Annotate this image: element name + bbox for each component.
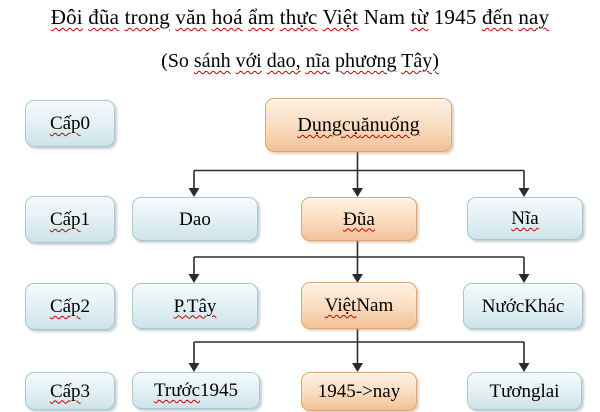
connector-dua-to-level2 — [188, 239, 530, 283]
word: (So — [161, 50, 189, 72]
word: 1945->nay — [317, 381, 401, 402]
node-nia: Nĩa — [467, 197, 583, 240]
level-label-cap-3: Cấp 3 — [25, 372, 115, 410]
misspelled-word: Đôi — [50, 5, 83, 29]
connector-vietnam-to-level3 — [188, 327, 530, 372]
misspelled-word: Cấp — [49, 113, 81, 134]
down-arrowhead-icon — [352, 188, 363, 197]
misspelled-word: P.Tây — [173, 295, 217, 317]
down-arrowhead-icon — [518, 188, 530, 197]
misspelled-word: ẩm — [248, 5, 275, 29]
word: Nước — [481, 295, 525, 317]
misspelled-word: uống — [379, 114, 420, 136]
node-1945-den-nay: 1945->nay — [301, 372, 417, 411]
word: 1 — [80, 209, 91, 230]
misspelled-word: sánh — [193, 50, 231, 72]
misspelled-word: Việt — [324, 295, 357, 316]
word: Tương — [489, 380, 541, 402]
connector-root-to-level1 — [188, 150, 530, 197]
misspelled-word: nĩa — [305, 50, 331, 72]
misspelled-word: Trước — [153, 380, 201, 401]
node-dung-cu-an-uong: Dụng cụ ăn uống — [265, 98, 452, 152]
word: 1945 — [200, 380, 239, 401]
misspelled-word: hoá — [211, 5, 243, 29]
misspelled-word: Tây) — [401, 50, 439, 72]
misspelled-word: đến — [481, 5, 513, 29]
word: 1945 — [433, 5, 477, 29]
misspelled-word: trong — [124, 5, 170, 29]
node-viet-nam: Việt Nam — [301, 282, 417, 329]
misspelled-word: Đũa — [343, 208, 375, 230]
word: Khác — [524, 295, 565, 317]
node-dao: Dao — [132, 197, 258, 241]
word: lai — [540, 380, 560, 402]
word: 0 — [80, 113, 91, 134]
misspelled-word: Cấp — [49, 296, 81, 317]
misspelled-word: nay — [518, 5, 550, 29]
down-arrowhead-icon — [518, 274, 530, 283]
misspelled-word: cụ — [341, 114, 361, 136]
misspelled-word: Cấp — [49, 209, 81, 230]
misspelled-word: Dụng — [297, 114, 342, 136]
down-arrowhead-icon — [518, 363, 530, 372]
level-label-cap-2: Cấp 2 — [25, 283, 115, 330]
misspelled-word: ăn — [360, 114, 380, 136]
down-arrowhead-icon — [188, 274, 200, 283]
misspelled-word: Việt — [322, 5, 359, 29]
misspelled-word: văn — [175, 5, 207, 29]
diagram-title: Đôi đũa trong văn hoá ẩm thực Việt Nam t… — [0, 5, 600, 30]
misspelled-word: Cấp — [49, 380, 81, 402]
node-dua: Đũa — [301, 197, 417, 241]
node-p-tay: P.Tây — [132, 283, 258, 329]
misspelled-word: thực — [279, 5, 318, 29]
word: Nam — [363, 5, 406, 29]
misspelled-word: phương — [335, 50, 397, 72]
connector-line — [193, 150, 525, 188]
down-arrowhead-icon — [188, 363, 200, 372]
misspelled-word: với — [235, 50, 262, 72]
connector-line — [193, 239, 525, 274]
down-arrowhead-icon — [352, 363, 363, 372]
node-tuong-lai: Tương lai — [467, 372, 582, 410]
word: Dao — [179, 208, 211, 230]
word: 2 — [80, 296, 91, 317]
misspelled-word: từ — [410, 5, 429, 29]
misspelled-word: đũa — [88, 5, 120, 29]
node-truoc-1945: Trước 1945 — [132, 372, 260, 409]
word: 3 — [80, 380, 91, 402]
misspelled-word: dao, — [266, 50, 301, 72]
level-label-cap-0: Cấp 0 — [25, 100, 115, 147]
diagram-subtitle: (So sánh với dao, nĩa phương Tây) — [0, 50, 600, 73]
connector-line — [193, 327, 525, 363]
word: Nam — [356, 295, 394, 316]
misspelled-word: Nĩa — [511, 208, 539, 229]
node-nuoc-khac: Nước Khác — [463, 283, 583, 329]
down-arrowhead-icon — [188, 188, 200, 197]
level-label-cap-1: Cấp 1 — [25, 196, 115, 243]
